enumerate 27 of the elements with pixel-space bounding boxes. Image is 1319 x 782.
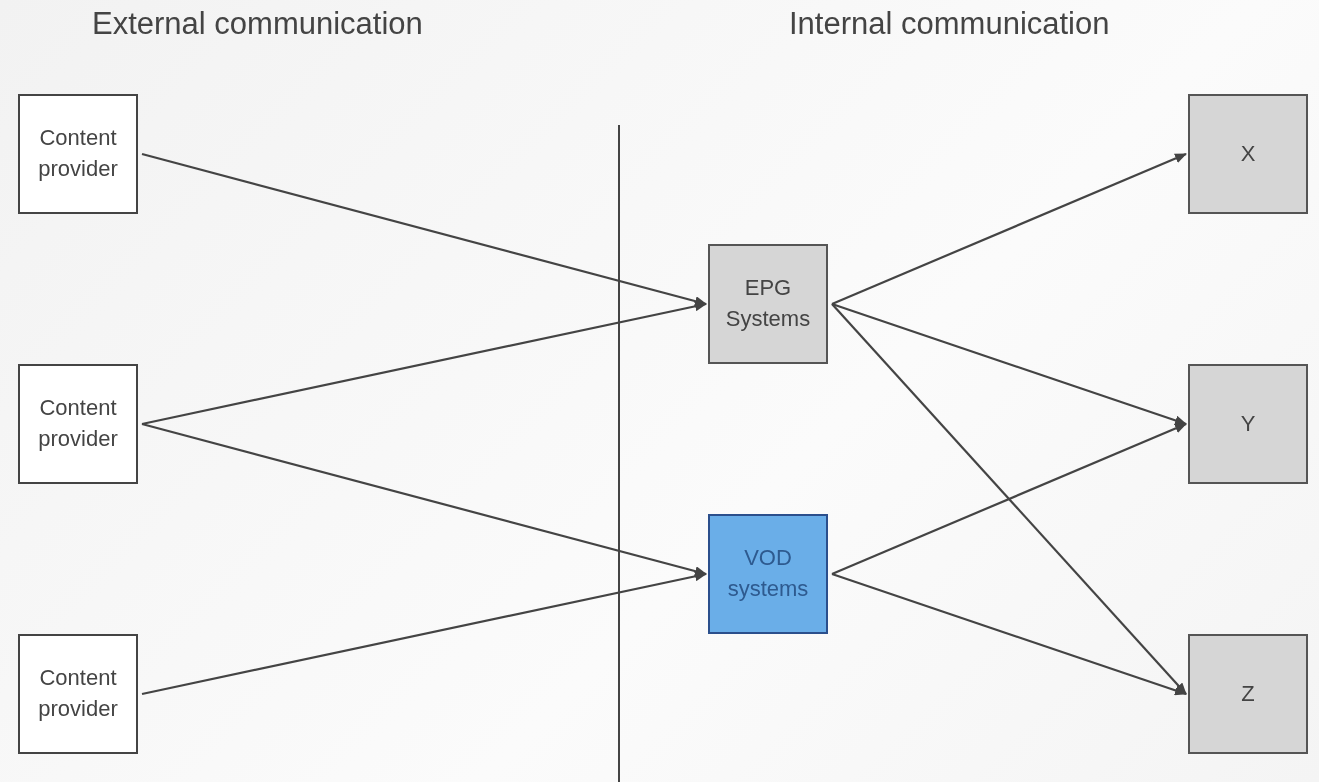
node-label: Y xyxy=(1239,409,1257,438)
arrow xyxy=(831,303,1187,695)
arrow xyxy=(141,422,707,576)
node-label: Z xyxy=(1240,679,1256,708)
arrow xyxy=(831,153,1187,305)
arrow xyxy=(141,152,707,306)
source-box xyxy=(18,364,138,484)
target-box xyxy=(1188,634,1308,754)
source-box xyxy=(18,634,138,754)
section-heading: Internal communication xyxy=(789,6,1110,42)
source-box xyxy=(18,94,138,214)
node-label: Content provider xyxy=(37,394,119,453)
node-label: X xyxy=(1239,139,1257,168)
node-label: Content provider xyxy=(37,664,119,723)
node-label: EPG Systems xyxy=(724,274,812,333)
arrow xyxy=(831,423,1187,575)
node-label: Content provider xyxy=(37,124,119,183)
arrow xyxy=(141,571,707,696)
system-box xyxy=(708,514,828,634)
arrow xyxy=(141,301,707,426)
target-box xyxy=(1188,94,1308,214)
section-heading: External communication xyxy=(92,6,423,42)
arrow xyxy=(831,302,1187,426)
node-label: VOD systems xyxy=(726,544,810,603)
target-box xyxy=(1188,364,1308,484)
system-box xyxy=(708,244,828,364)
arrow xyxy=(831,572,1187,696)
